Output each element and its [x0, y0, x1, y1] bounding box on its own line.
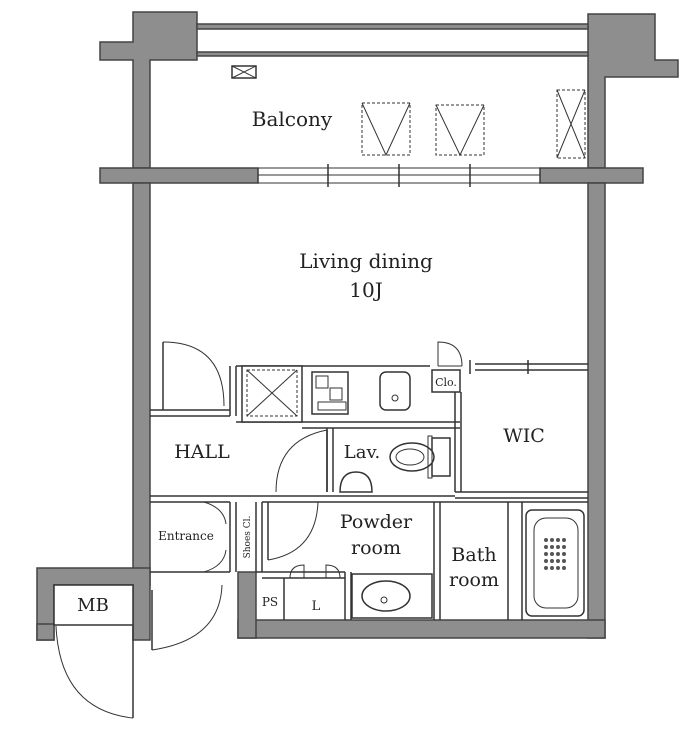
kitchen-sink-icon — [379, 371, 411, 411]
room-label-clo: Clo. — [435, 376, 457, 389]
room-label-hall: HALL — [174, 441, 230, 463]
wall-top-right-column — [587, 13, 679, 169]
room-labels: HALL WIC Lav. Powder room Bath room Entr… — [77, 425, 545, 616]
living-dining: Living dining 10J — [299, 249, 433, 302]
room-label-living-dining: Living dining — [299, 249, 433, 273]
door-shoes-closet[interactable] — [203, 501, 227, 573]
wall-balcony-divider-left — [99, 167, 259, 184]
walls — [36, 11, 679, 641]
refrigerator — [241, 365, 303, 423]
door-powder-room[interactable] — [267, 501, 319, 561]
wall-left — [132, 182, 151, 586]
storage-box-2 — [435, 104, 485, 156]
door-wic[interactable] — [469, 360, 529, 374]
door-hall-living[interactable] — [162, 341, 225, 410]
hand-basin-icon — [339, 471, 373, 493]
washbasin-icon — [351, 573, 433, 619]
room-label-bath: Bath — [451, 544, 496, 566]
door-lav[interactable] — [275, 429, 328, 493]
door-entrance[interactable] — [151, 584, 223, 651]
wall-mb-bottom — [36, 623, 55, 641]
balcony: Balcony — [231, 65, 586, 159]
room-label-shoes-closet: Shoes Cl. — [243, 515, 253, 558]
room-label-living-size: 10J — [349, 278, 382, 302]
balcony-sliding-windows[interactable] — [257, 164, 541, 187]
wall-balcony-rail-top — [196, 23, 589, 30]
wall-top-left-column — [99, 11, 198, 169]
lav-cabinet — [427, 435, 433, 479]
door-l-closet[interactable] — [289, 564, 341, 579]
storage-box-1 — [361, 102, 411, 156]
wall-balcony-rail-bottom — [196, 51, 589, 57]
wall-bottom-left-stub — [237, 571, 257, 639]
bathtub-icon — [525, 509, 585, 617]
wall-bottom — [237, 619, 606, 639]
mb-box — [53, 584, 134, 626]
door-mb[interactable] — [55, 625, 134, 719]
room-label-powder-room: room — [351, 537, 401, 559]
fixtures — [339, 435, 585, 619]
room-label-balcony: Balcony — [252, 107, 333, 131]
closet-small — [431, 369, 461, 393]
doors — [55, 341, 529, 719]
wall-balcony-divider-right — [539, 167, 644, 184]
room-label-ps: PS — [262, 595, 278, 609]
toilet-icon — [389, 437, 451, 477]
room-label-lav: Lav. — [344, 442, 380, 463]
room-label-wic: WIC — [503, 425, 545, 447]
kitchen: Clo. — [241, 341, 463, 423]
room-label-powder: Powder — [340, 511, 413, 533]
storage-box-3 — [556, 89, 586, 159]
room-label-l: L — [312, 599, 321, 614]
room-label-entrance: Entrance — [158, 529, 214, 543]
room-label-bath-room: room — [449, 569, 499, 591]
room-label-mb: MB — [77, 595, 109, 616]
wall-right — [587, 182, 606, 639]
